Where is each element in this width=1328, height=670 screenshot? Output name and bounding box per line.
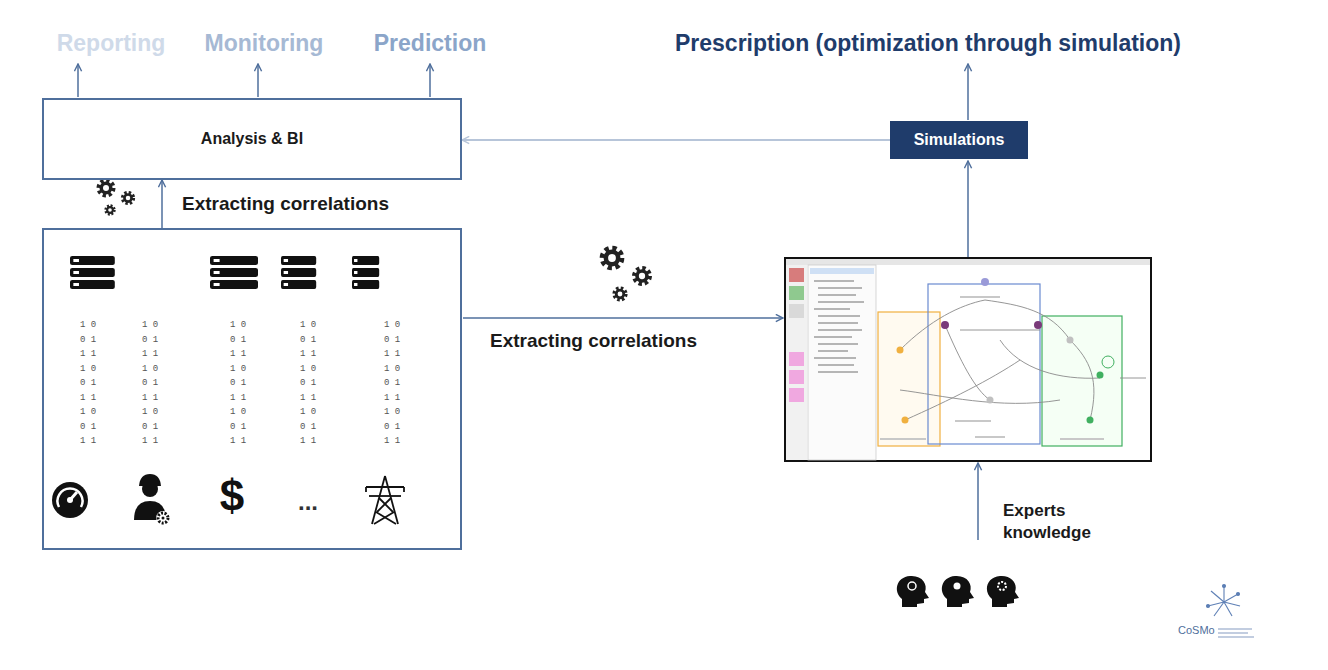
edge-label: Extracting correlations: [180, 193, 391, 215]
pylon-icon: [366, 476, 404, 524]
feedback-arrow: [462, 139, 890, 141]
gears-icon: [603, 249, 649, 300]
binary-column: 1 0 0 1 1 1 1 0 0 1 1 1 1 0 0 1 1 1: [77, 318, 100, 449]
binary-column: 1 0 0 1 1 1 1 0 0 1 1 1 1 0 0 1 1 1: [227, 318, 250, 449]
analysis-box: Analysis & BI: [42, 98, 462, 180]
currency-symbol: $: [220, 474, 244, 518]
flow-arrow: [161, 180, 163, 228]
data-store-box: 1 0 0 1 1 1 1 0 0 1 1 1 1 0 0 1 1 1 1 0 0…: [42, 228, 462, 550]
gears-icon: [99, 181, 133, 214]
logo-subtext: [1218, 628, 1254, 638]
binary-column: 1 0 0 1 1 1 1 0 0 1 1 1 1 0 0 1 1 1: [381, 318, 404, 449]
binary-column: 1 0 0 1 1 1 1 0 0 1 1 1 1 0 0 1 1 1: [139, 318, 162, 449]
expert-heads: [897, 576, 1019, 607]
logo-mark: [1207, 585, 1241, 617]
box-title: Analysis & BI: [201, 130, 303, 148]
output-label: Monitoring: [205, 30, 324, 57]
binary-column: 1 0 0 1 1 1 1 0 0 1 1 1 1 0 0 1 1 1: [297, 318, 320, 449]
box-title: Simulations: [914, 131, 1005, 149]
output-label: Prescription (optimization through simul…: [675, 30, 1181, 57]
experts-label: Experts knowledge: [1003, 500, 1103, 544]
logo-text: CoSMo: [1178, 624, 1215, 636]
worker-icon: [134, 474, 170, 525]
output-label: Reporting: [57, 30, 166, 57]
simulations-box: Simulations: [890, 121, 1028, 159]
ellipsis: ...: [298, 490, 318, 514]
server-icons: [70, 256, 379, 289]
gauge-icon: [52, 482, 88, 518]
output-label: Prediction: [374, 30, 486, 57]
flow-label: Extracting correlations: [490, 330, 697, 352]
model-screenshot: [785, 258, 1151, 461]
output-arrows: [78, 64, 978, 540]
